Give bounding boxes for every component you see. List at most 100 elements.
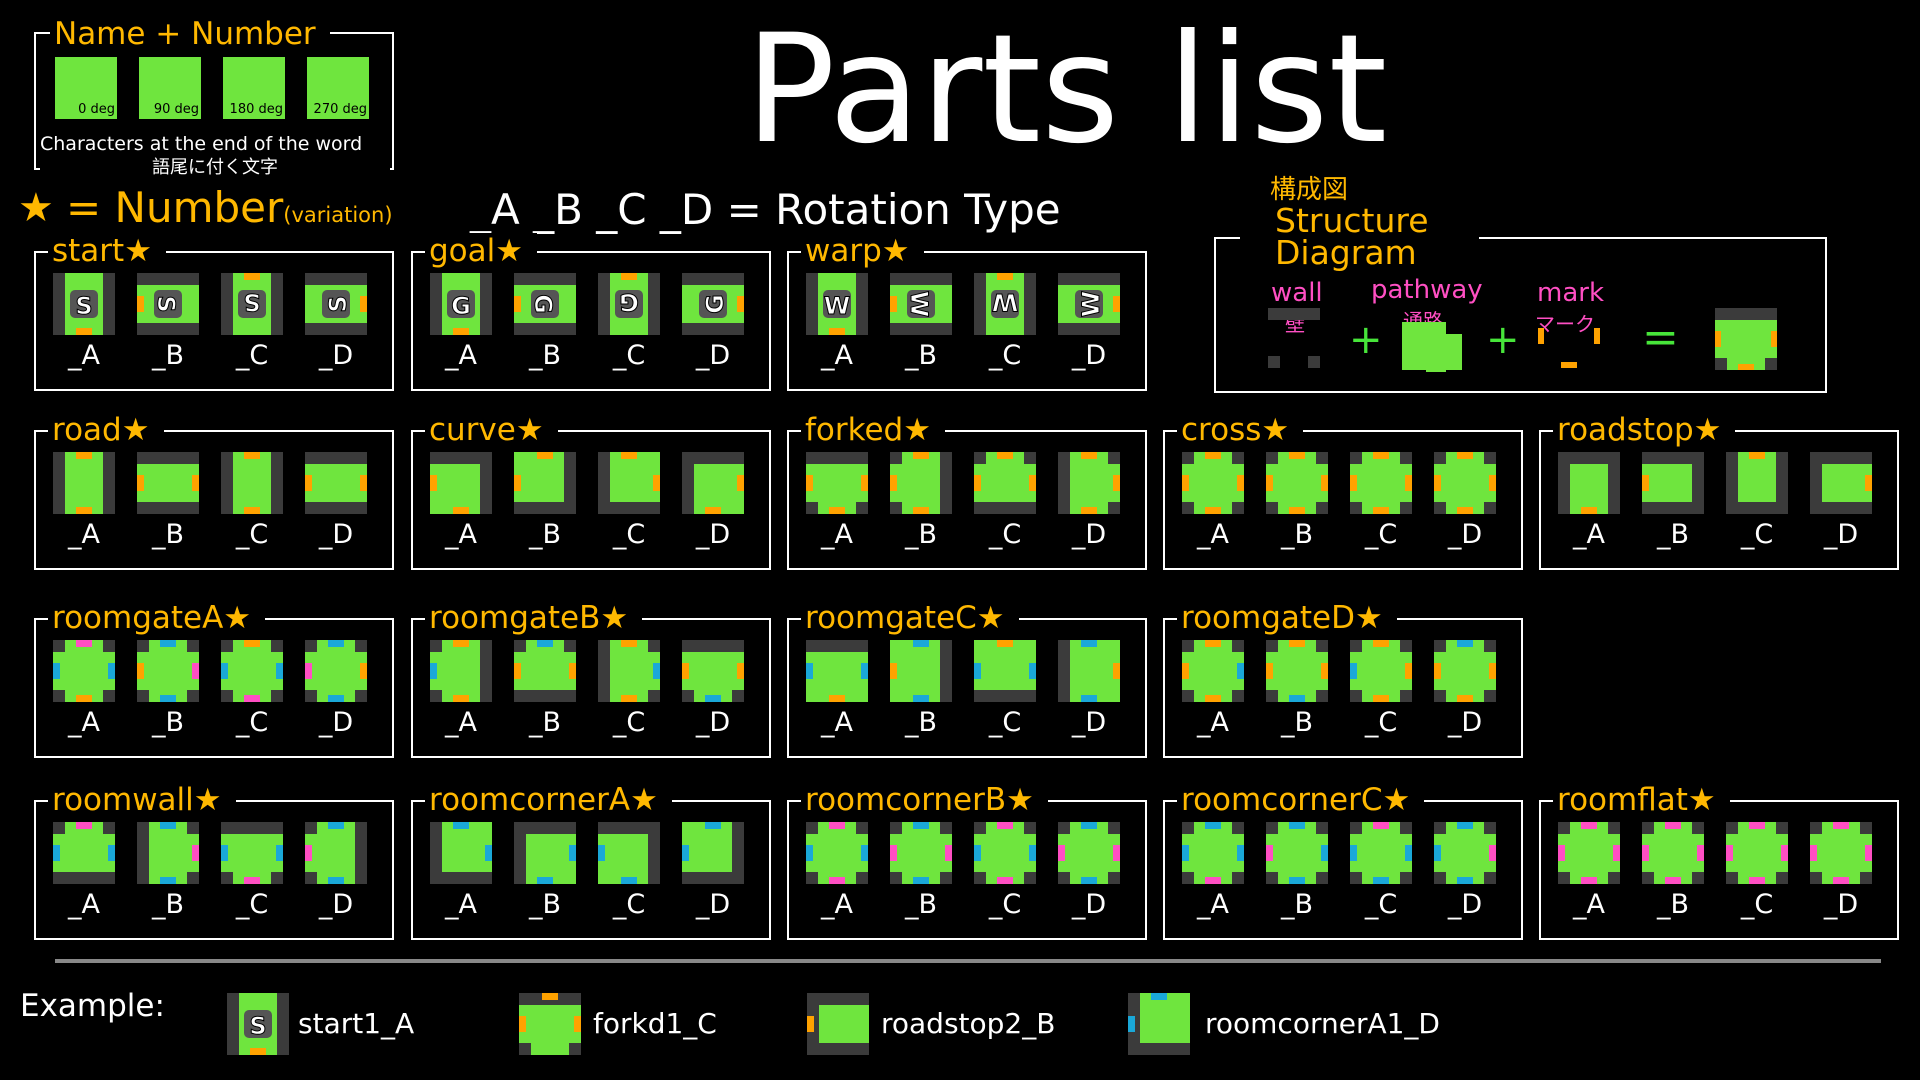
- star-number-text: = Number(variation): [66, 184, 393, 239]
- rotation-label: _A: [1573, 519, 1605, 550]
- deg-label: 0 deg: [78, 102, 115, 117]
- rotation-label: _B: [904, 889, 938, 920]
- example-label: forkd1_C: [593, 1007, 717, 1040]
- mark-label: mark: [1537, 278, 1605, 308]
- part-tile: [1058, 822, 1120, 884]
- rotation-label: _D: [318, 519, 354, 550]
- example-label: roadstop2_B: [881, 1007, 1056, 1040]
- part-tile: [137, 822, 199, 884]
- part-tile: [430, 822, 492, 884]
- rotation-label: _A: [68, 707, 100, 738]
- svg-text:W: W: [992, 288, 1018, 316]
- rotation-label: _C: [612, 707, 646, 738]
- part-tile: [890, 452, 952, 514]
- rotation-label: _B: [528, 519, 562, 550]
- part-tile: [806, 452, 868, 514]
- example-tile: [807, 993, 869, 1055]
- rotation-label: _C: [1364, 707, 1398, 738]
- part-tile: S: [305, 273, 367, 335]
- part-tile: [430, 640, 492, 702]
- rotation-label: _D: [1071, 889, 1107, 920]
- rotation-label: _D: [695, 707, 731, 738]
- part-tile: [890, 640, 952, 702]
- legend-caption-en: Characters at the end of the word: [40, 133, 363, 155]
- svg-text:W: W: [905, 291, 933, 317]
- part-tile: [1726, 822, 1788, 884]
- part-tile: [682, 640, 744, 702]
- legend-caption-ja: 語尾に付く文字: [40, 156, 390, 180]
- part-tile: [974, 452, 1036, 514]
- part-tile: [1434, 452, 1496, 514]
- rotation-label: _D: [1071, 707, 1107, 738]
- part-tile: [1434, 640, 1496, 702]
- part-tile: [305, 640, 367, 702]
- rotation-label: _A: [821, 519, 853, 550]
- rotation-label: _A: [821, 340, 853, 371]
- rotation-label: _D: [318, 340, 354, 371]
- rotation-label: _C: [1740, 889, 1774, 920]
- rotation-label: _C: [612, 340, 646, 371]
- rotation-label: _B: [1280, 889, 1314, 920]
- part-tile: W: [890, 273, 952, 335]
- rotation-label: _D: [695, 889, 731, 920]
- structure-shapes: [1268, 308, 1777, 372]
- part-tile: [1726, 452, 1788, 514]
- star-number-label: = Number: [66, 183, 284, 232]
- part-group-title: roomgateB★: [425, 600, 643, 636]
- rotation-label: _C: [235, 340, 269, 371]
- rotation-label: _A: [821, 707, 853, 738]
- part-group-title: roomgateC★: [801, 600, 1019, 636]
- rotation-label: _D: [1447, 889, 1483, 920]
- part-tile: [514, 822, 576, 884]
- part-group-title: warp★: [801, 233, 924, 269]
- star-icon: ★: [18, 185, 54, 231]
- part-tile: [137, 640, 199, 702]
- pathway-label: pathway: [1371, 275, 1483, 305]
- svg-text:G: G: [529, 294, 557, 314]
- plus-sign-2: +: [1486, 317, 1520, 363]
- rotation-label: _D: [1823, 889, 1859, 920]
- rotation-label: _B: [904, 340, 938, 371]
- part-tile: S: [221, 273, 283, 335]
- part-tile: [598, 640, 660, 702]
- rotation-label: _A: [1197, 519, 1229, 550]
- part-tile: [806, 640, 868, 702]
- part-tile: G: [598, 273, 660, 335]
- part-tile: G: [514, 273, 576, 335]
- part-group-title: roomgateD★: [1177, 600, 1397, 636]
- part-tile: W: [1058, 273, 1120, 335]
- part-tile: [1182, 822, 1244, 884]
- rotation-label: _A: [445, 340, 477, 371]
- part-tile: [137, 452, 199, 514]
- part-tile: [1182, 452, 1244, 514]
- part-group-title: goal★: [425, 233, 538, 269]
- part-tile: [1058, 452, 1120, 514]
- example-label: start1_A: [298, 1007, 415, 1040]
- part-tile: [1350, 640, 1412, 702]
- deg-tile: 90 deg: [139, 57, 201, 119]
- pathway-shape: [1402, 322, 1462, 372]
- part-tile: W: [974, 273, 1036, 335]
- examples-label: Example:: [20, 988, 165, 1024]
- svg-text:G: G: [619, 288, 639, 316]
- part-group-title: roomflat★: [1553, 782, 1730, 818]
- plus-sign-1: +: [1349, 317, 1383, 363]
- part-tile: [890, 822, 952, 884]
- example-tile: S: [227, 993, 289, 1055]
- part-tile: [1266, 452, 1328, 514]
- rotation-label: _D: [318, 707, 354, 738]
- part-tile: [305, 822, 367, 884]
- rotation-label: _C: [988, 340, 1022, 371]
- part-group-box: [411, 251, 771, 391]
- part-group-title: forked★: [801, 412, 946, 448]
- part-tile: W: [806, 273, 868, 335]
- rotation-label: _C: [612, 889, 646, 920]
- svg-text:S: S: [75, 292, 92, 320]
- part-tile: [1642, 822, 1704, 884]
- star-variation: (variation): [283, 203, 393, 227]
- rotation-label: _B: [151, 519, 185, 550]
- part-tile: [1058, 640, 1120, 702]
- rotation-label: _C: [1364, 889, 1398, 920]
- rotation-label: _C: [988, 519, 1022, 550]
- example-label: roomcornerA1_D: [1205, 1007, 1440, 1040]
